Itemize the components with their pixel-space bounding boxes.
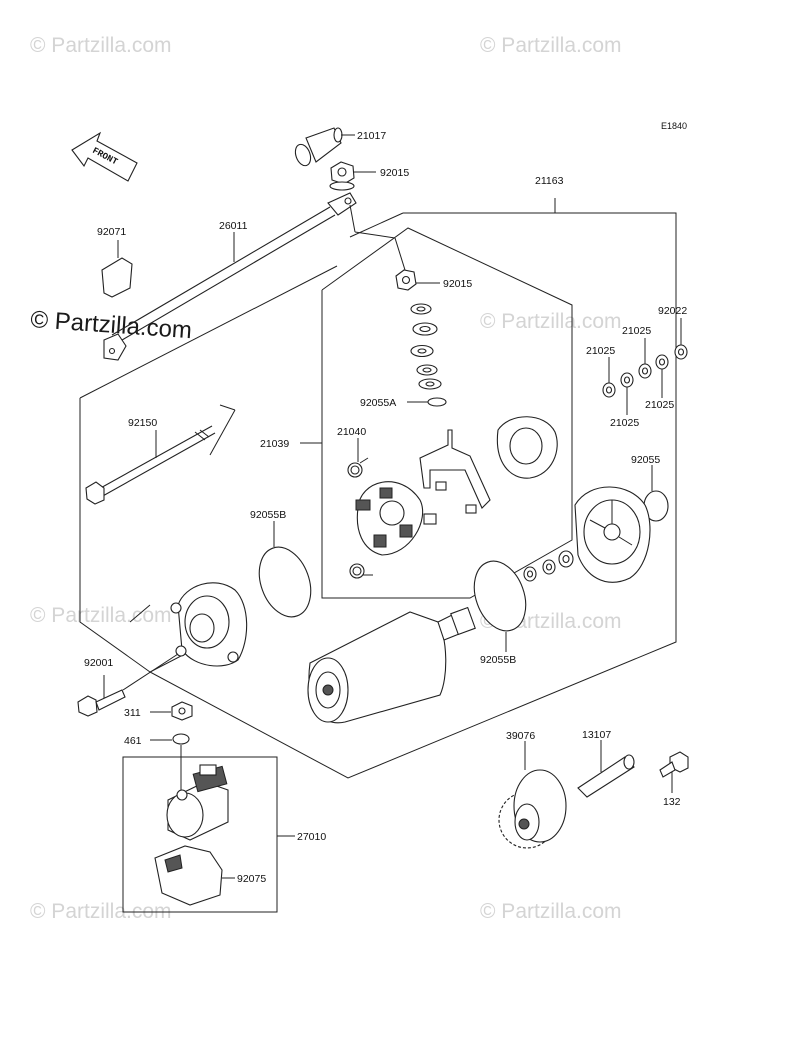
- end-cover-part: [574, 486, 651, 583]
- part-label-21025[interactable]: 21025: [610, 417, 639, 429]
- o-ring-92055b-part: [473, 560, 527, 632]
- bolt-132-part: [659, 751, 689, 793]
- watermark: © Partzilla.com: [480, 900, 622, 923]
- diagram-code: E1840: [661, 121, 687, 131]
- o-ring-92055b-part: [258, 546, 312, 618]
- assembly-outline: [148, 212, 677, 779]
- part-label-27010[interactable]: 27010: [297, 831, 326, 843]
- shaft-part: [577, 754, 635, 798]
- brush-spring-part: [349, 563, 373, 579]
- front-arrow-icon: FRONT: [71, 131, 138, 182]
- washer-461-part: [172, 733, 190, 745]
- washer-stack-part: [410, 303, 442, 390]
- part-label-92055b[interactable]: 92055B: [250, 509, 286, 521]
- watermark: © Partzilla.com: [30, 900, 172, 923]
- watermark: © Partzilla.com: [480, 34, 622, 57]
- part-label-311[interactable]: 311: [124, 707, 141, 719]
- watermark: © Partzilla.com: [30, 34, 172, 57]
- nut-311-part: [171, 701, 193, 721]
- part-label-21040[interactable]: 21040: [337, 426, 366, 438]
- part-label-21025[interactable]: 21025: [645, 399, 674, 411]
- solenoid-part: [166, 764, 229, 841]
- solenoid-box-outline: [122, 756, 278, 913]
- watermark: © Partzilla.com: [480, 310, 622, 333]
- part-label-13107[interactable]: 13107: [582, 729, 611, 741]
- part-label-26011[interactable]: 26011: [219, 220, 248, 232]
- housing-bolt-part: [77, 689, 126, 717]
- part-label-92055[interactable]: 92055: [631, 454, 660, 466]
- left-panel-outline: [79, 398, 151, 673]
- part-label-21025[interactable]: 21025: [622, 325, 651, 337]
- part-label-92150[interactable]: 92150: [128, 417, 157, 429]
- motor-armature-part: [307, 606, 476, 724]
- part-label-132[interactable]: 132: [663, 796, 681, 808]
- part-label-92001[interactable]: 92001: [84, 657, 113, 669]
- part-label-461[interactable]: 461: [124, 735, 142, 747]
- part-label-21039[interactable]: 21039: [260, 438, 289, 450]
- brush-holder-ring-part: [496, 416, 558, 479]
- brush-spring-part: [347, 457, 369, 478]
- front-housing-part: [170, 582, 248, 667]
- part-label-21163[interactable]: 21163: [535, 175, 564, 187]
- part-label-92055a[interactable]: 92055A: [360, 397, 396, 409]
- nut-part: [395, 269, 417, 291]
- o-ring-92055a-part: [427, 397, 447, 407]
- brush-terminal-part: [419, 429, 491, 514]
- starter-gear-part: [498, 769, 567, 849]
- part-label-92071[interactable]: 92071: [97, 226, 126, 238]
- part-label-92015[interactable]: 92015: [443, 278, 472, 290]
- terminal-boot-part: [294, 127, 343, 167]
- part-label-21025[interactable]: 21025: [586, 345, 615, 357]
- long-bolt-part: [85, 425, 216, 505]
- solenoid-cover-part: [154, 845, 235, 906]
- part-label-92022[interactable]: 92022: [658, 305, 687, 317]
- part-label-92055b[interactable]: 92055B: [480, 654, 516, 666]
- nut-part: [329, 161, 355, 191]
- starter-cable-part: [103, 192, 357, 361]
- part-label-21017[interactable]: 21017: [357, 130, 386, 142]
- terminal-cap-part: [101, 240, 133, 298]
- part-label-39076[interactable]: 39076: [506, 730, 535, 742]
- watermark: © Partzilla.com: [30, 604, 172, 627]
- brush-plate-part: [355, 481, 437, 556]
- part-label-92015[interactable]: 92015: [380, 167, 409, 179]
- brush-holder-box-outline: [321, 227, 573, 599]
- washer-set-part: [602, 344, 688, 398]
- thrust-washer-part: [523, 550, 574, 582]
- part-label-92075[interactable]: 92075: [237, 873, 266, 885]
